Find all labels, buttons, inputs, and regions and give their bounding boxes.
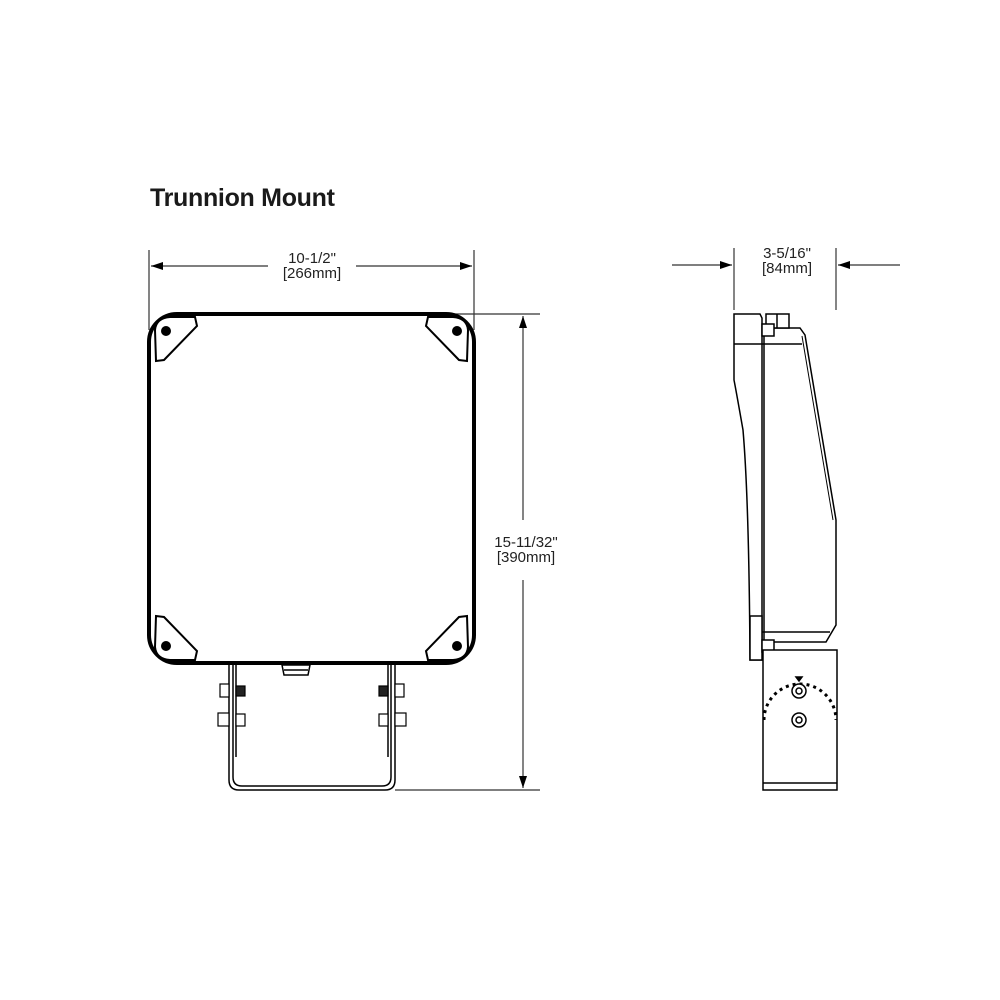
width-metric: [266mm] — [282, 265, 342, 282]
front-view — [147, 250, 540, 791]
width-dimension-label: 10-1/2" [266mm] — [268, 251, 356, 281]
depth-imperial: 3-5/16" — [763, 245, 811, 262]
height-metric: [390mm] — [496, 549, 556, 566]
width-dimension-lines — [148, 250, 475, 330]
bracket-bolts — [217, 683, 407, 727]
side-housing — [733, 313, 837, 661]
cable-gland — [281, 664, 311, 676]
depth-dimension-lines — [672, 248, 900, 310]
height-dimension-lines — [395, 313, 540, 791]
trunnion-plate — [762, 649, 838, 791]
depth-dimension-label: 3-5/16" [84mm] — [743, 246, 831, 276]
corner-brackets — [153, 316, 470, 661]
depth-metric: [84mm] — [761, 260, 812, 277]
housing-outline — [147, 312, 476, 665]
side-view — [672, 248, 900, 791]
width-imperial: 10-1/2" — [288, 250, 336, 267]
diagram-title: Trunnion Mount — [150, 184, 335, 212]
height-imperial: 15-11/32" — [494, 534, 558, 551]
height-dimension-label: 15-11/32" [390mm] — [482, 535, 570, 565]
trunnion-bracket — [228, 665, 396, 791]
